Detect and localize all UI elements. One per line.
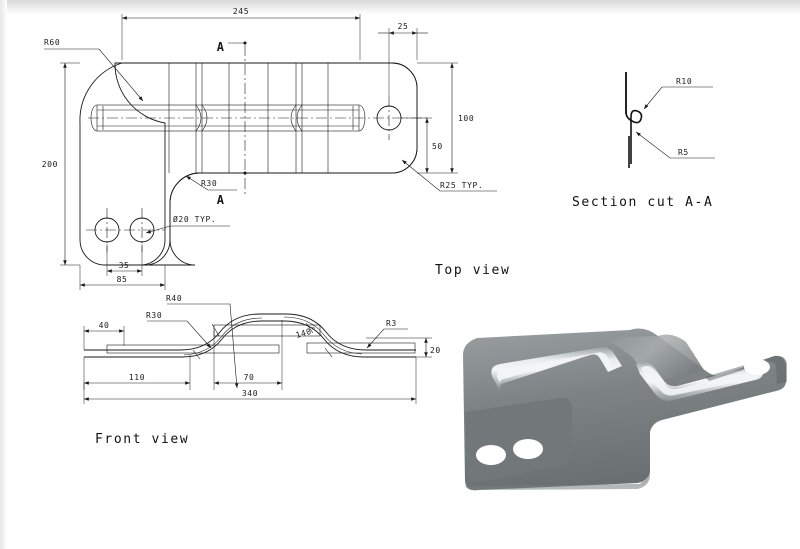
section-line-aa: A A	[217, 40, 247, 207]
section-profile	[625, 72, 643, 164]
isometric-bracket-render	[463, 328, 787, 491]
section-marker-top: A	[217, 40, 225, 54]
dim-85: 85	[79, 265, 166, 290]
dim-label-40: 40	[99, 321, 110, 330]
leader-r5: R5	[635, 131, 715, 159]
bracket-channel-highlight-left	[496, 352, 613, 384]
leader-label-r25: R25 TYP.	[440, 181, 483, 190]
section-view-group: R10 R5 Section cut A-A	[572, 72, 715, 210]
dim-200: 200	[42, 62, 80, 266]
leader-label-r40: R40	[166, 294, 182, 303]
bracket-hole-1	[476, 445, 506, 465]
bracket-hole-2	[513, 439, 543, 459]
leader-label-r60: R60	[44, 38, 60, 47]
front-view-title: Front view	[95, 432, 189, 447]
leader-label-r3: R3	[386, 319, 397, 328]
dim-label-20: 20	[430, 346, 441, 355]
dim-40: 40	[83, 321, 125, 350]
leader-label-dia20: Ø20 TYP.	[173, 214, 216, 224]
leader-label-r30-front: R30	[146, 311, 162, 320]
dim-35: 35	[106, 244, 143, 276]
dim-50: 50	[401, 117, 443, 173]
dim-70: 70	[213, 320, 283, 390]
leader-r25: R25 TYP.	[401, 159, 497, 192]
leader-label-r30-top: R30	[201, 179, 217, 188]
front-view-upper-edge	[84, 313, 416, 351]
dim-label-35: 35	[119, 261, 130, 270]
dim-label-70: 70	[244, 373, 255, 382]
top-view-silhouette	[79, 62, 418, 266]
leader-r3: R3	[366, 319, 408, 349]
bracket-edge-shadow-2	[705, 355, 787, 384]
bracket-channel-highlight-right	[641, 365, 758, 396]
leader-r40: R40	[166, 294, 239, 389]
leader-label-r5: R5	[678, 148, 689, 157]
dim-label-200: 200	[42, 160, 58, 169]
section-marker-bottom: A	[217, 193, 225, 207]
dim-20: 20	[366, 337, 441, 358]
leader-r30-top: R30	[185, 175, 237, 191]
top-view-flange-holes	[86, 208, 165, 252]
dim-110: 110	[83, 355, 191, 390]
top-view-group: 245 200 25	[42, 7, 510, 290]
dim-245: 245	[121, 7, 361, 60]
dim-label-110: 110	[129, 373, 145, 382]
front-view-bend-tangents	[183, 316, 363, 360]
section-view-title: Section cut A-A	[572, 195, 713, 210]
leader-dia20: Ø20 TYP.	[145, 214, 230, 234]
leader-label-r10: R10	[676, 77, 692, 86]
leader-r30-front: R30	[146, 311, 212, 349]
dim-label-245: 245	[233, 7, 249, 16]
leader-r10: R10	[643, 77, 713, 110]
top-view-outline	[114, 62, 418, 266]
dim-label-25: 25	[398, 22, 409, 31]
leader-label-140deg: 140°	[295, 325, 318, 340]
bracket-edge-shadow	[465, 470, 650, 491]
front-view-lower-edge	[84, 320, 416, 358]
dim-label-50: 50	[432, 142, 443, 151]
bracket-hole-3	[744, 359, 770, 375]
front-view-group: R40 R30 R3 140° 40	[83, 294, 441, 447]
dim-100: 100	[417, 62, 474, 174]
dim-25: 25	[378, 22, 428, 96]
dim-label-85: 85	[117, 275, 128, 284]
top-view-title: Top view	[435, 263, 510, 278]
bracket-bend-face	[600, 334, 704, 384]
dim-340: 340	[83, 357, 417, 404]
front-view-rib-flats	[106, 324, 416, 354]
dim-label-340: 340	[242, 389, 258, 398]
dim-label-100: 100	[458, 114, 474, 123]
leader-r60: R60	[44, 38, 144, 102]
